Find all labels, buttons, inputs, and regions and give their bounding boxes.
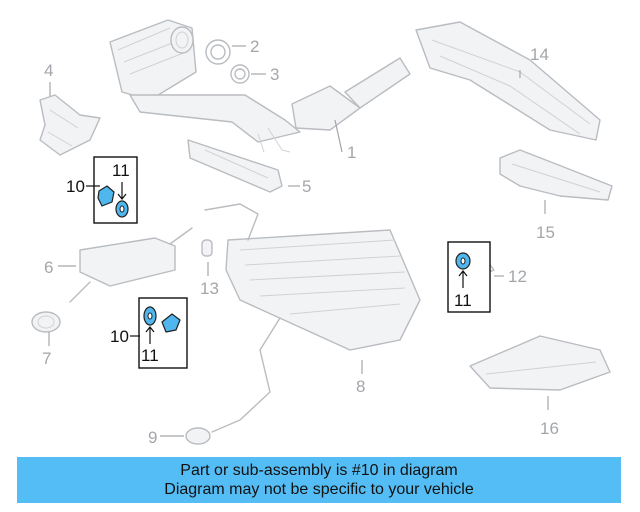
- part-9-clamp[interactable]: [185, 427, 211, 445]
- highlight-box-upper-left: 11: [93, 156, 138, 224]
- part-10-hanger-bracket-b[interactable]: [161, 313, 181, 333]
- callout-6: 6: [44, 258, 53, 277]
- callout-5: 5: [302, 177, 311, 196]
- part-11-rubber-mount-b-hole: [147, 312, 153, 320]
- part-16-underbody-shield[interactable]: [469, 335, 611, 391]
- part-6-front-muffler[interactable]: [69, 227, 193, 303]
- callout-10b: 10: [110, 327, 129, 346]
- part-5-heat-strip[interactable]: [187, 139, 283, 193]
- callout-12: 12: [508, 267, 527, 286]
- highlight-box-lower-left: 11: [138, 297, 188, 369]
- part-15-heat-shield[interactable]: [499, 149, 613, 201]
- callout-3: 3: [270, 65, 279, 84]
- callout-13: 13: [200, 279, 219, 298]
- part-14-heat-shield[interactable]: [415, 21, 601, 141]
- banner-line-2: Diagram may not be specific to your vehi…: [164, 481, 474, 498]
- callout-7: 7: [42, 349, 51, 368]
- part-4-bracket[interactable]: [39, 94, 101, 156]
- callout-15: 15: [536, 223, 555, 242]
- part-11-rubber-mount-a-hole: [119, 205, 125, 213]
- exhaust-parts-diagram: 1 2 3 4 5 14 15 6: [31, 19, 613, 447]
- callout-14: 14: [530, 45, 549, 64]
- leader-11b: [145, 326, 155, 344]
- part-13-grommet[interactable]: [201, 239, 213, 257]
- highlight-box-right: 11: [447, 241, 491, 313]
- info-banner: Part or sub-assembly is #10 in diagram D…: [17, 457, 621, 503]
- part-10-hanger-bracket-a[interactable]: [97, 185, 115, 207]
- callout-11b: 11: [141, 346, 159, 365]
- callout-11c: 11: [454, 291, 472, 310]
- callout-8: 8: [356, 377, 365, 396]
- banner-line-1: Part or sub-assembly is #10 in diagram: [180, 462, 458, 479]
- callout-11a: 11: [112, 161, 130, 180]
- part-11-rubber-mount-c-hole: [460, 257, 466, 265]
- callout-9: 9: [148, 428, 157, 447]
- part-3-ring[interactable]: [230, 64, 250, 84]
- leader-1: [334, 119, 343, 153]
- part-8-rear-muffler[interactable]: [204, 203, 421, 433]
- part-7-clamp[interactable]: [31, 311, 61, 333]
- part-2-gasket[interactable]: [205, 39, 231, 65]
- callout-2: 2: [250, 37, 259, 56]
- leader-11a: [117, 182, 127, 200]
- callout-1: 1: [347, 143, 356, 162]
- callout-10a: 10: [66, 177, 85, 196]
- callout-4: 4: [44, 61, 53, 80]
- part-1-catalytic-converter[interactable]: [109, 19, 411, 153]
- leader-11c: [458, 270, 468, 288]
- callout-16: 16: [540, 419, 559, 438]
